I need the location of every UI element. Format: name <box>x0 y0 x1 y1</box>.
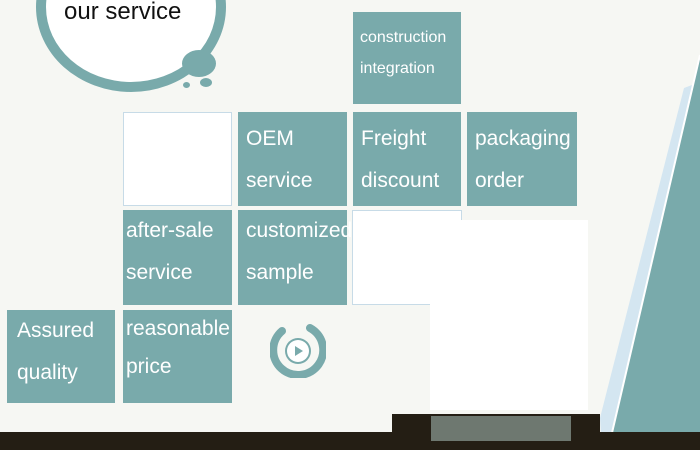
tile-construction-integration[interactable]: construction integration <box>353 12 461 104</box>
play-icon <box>269 324 328 380</box>
play-button[interactable] <box>269 322 328 380</box>
tile-line: packaging <box>475 127 571 150</box>
tile-line: after-sale <box>126 219 214 242</box>
tile-line: Freight <box>361 127 427 150</box>
screen-panel <box>430 220 588 410</box>
tile-line: price <box>126 355 172 378</box>
tile-assured-quality[interactable]: Assured quality <box>7 310 115 403</box>
tile-customized-sample[interactable]: customized sample <box>238 210 353 305</box>
tile-line: OEM <box>246 127 294 150</box>
bottom-screen-strip <box>431 416 571 441</box>
tile-line: reasonable <box>126 317 230 340</box>
tile-line: service <box>126 261 193 284</box>
tile-line: customized <box>246 219 353 242</box>
bubble-dot-large <box>182 50 216 77</box>
tile-empty <box>123 112 232 206</box>
tile-line: service <box>246 169 313 192</box>
tile-line: quality <box>17 361 78 384</box>
bubble-dot-medium <box>200 78 212 87</box>
tile-line: integration <box>360 60 435 77</box>
tile-line: Assured <box>17 319 95 342</box>
tile-packaging-order[interactable]: packaging order <box>467 112 577 206</box>
tile-oem-service[interactable]: OEM service <box>238 112 347 206</box>
bubble-title: our service <box>64 0 182 25</box>
tile-after-sale-service[interactable]: after-sale service <box>123 210 232 305</box>
tile-line: sample <box>246 261 314 284</box>
tile-line: discount <box>361 169 440 192</box>
tile-line: order <box>475 169 525 192</box>
tile-reasonable-price[interactable]: reasonable price <box>123 310 232 403</box>
tile-line: construction <box>360 29 447 46</box>
tile-freight-discount[interactable]: Freight discount <box>353 112 461 206</box>
bubble-dot-small <box>183 82 190 88</box>
